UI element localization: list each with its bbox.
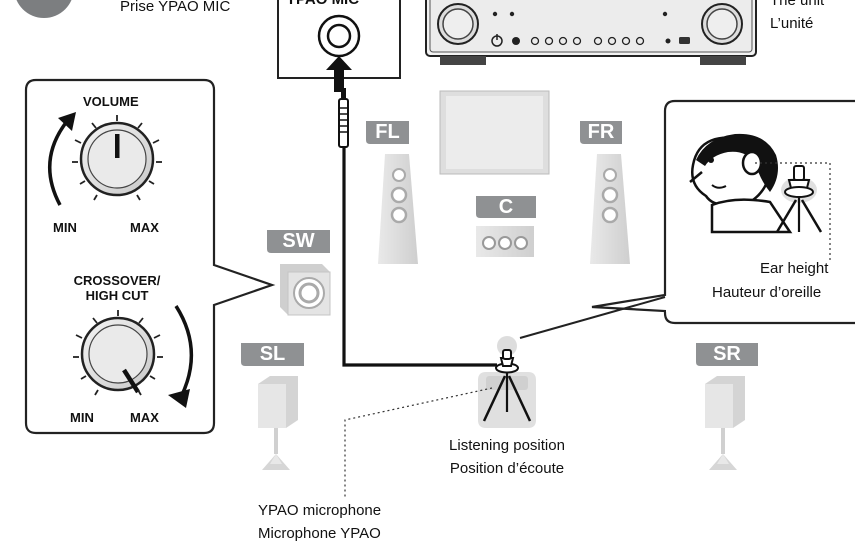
tag-c (476, 196, 536, 218)
volume-panel (24, 78, 276, 435)
tag-sw-label: SW (282, 230, 315, 252)
crossover-arrow-icon (174, 305, 194, 398)
speaker-sl (258, 376, 298, 470)
speaker-fl (378, 154, 418, 264)
volume-title: VOLUME (83, 94, 139, 109)
crossover-knob (73, 305, 194, 408)
ear-height-label-fr: Hauteur d’oreille (712, 284, 822, 301)
mic-cable (342, 147, 497, 367)
listening-position-label-fr: Position d’écoute (449, 460, 565, 477)
mic-leader-line (344, 387, 493, 498)
unit-label-fr: L’unité (770, 15, 814, 32)
ypao-microphone-label-fr: Microphone YPAO (258, 525, 381, 542)
crossover-min-label: MIN (70, 410, 94, 425)
ear-height-label-en: Ear height (760, 260, 829, 277)
speaker-fr (590, 154, 630, 264)
tag-sr (696, 343, 758, 366)
tag-sl-label: SL (259, 343, 286, 365)
tv-screen (439, 90, 550, 175)
mic-plug-icon (338, 88, 349, 148)
ear-height-guide (755, 162, 831, 262)
step-circle (16, 0, 72, 18)
speaker-sw (280, 264, 331, 316)
tag-fr (580, 121, 622, 144)
volume-max-label: MAX (130, 220, 159, 235)
tag-sw (267, 230, 330, 253)
crossover-title-line2: HIGH CUT (85, 288, 149, 303)
mic-jack-title: YPAO MIC (286, 0, 359, 8)
volume-knob (48, 112, 162, 206)
ear-height-panel (519, 99, 855, 339)
crossover-title-line1: CROSSOVER/ (73, 273, 161, 288)
crossover-max-label: MAX (130, 410, 159, 425)
mic-jack-label: Prise YPAO MIC (120, 0, 231, 15)
tag-fl-label: FL (375, 121, 400, 143)
speaker-c (476, 226, 534, 257)
listening-position-label-en: Listening position (449, 437, 565, 454)
volume-min-label: MIN (53, 220, 77, 235)
speaker-sr (705, 376, 745, 470)
volume-arrow-icon (48, 118, 70, 206)
insert-arrow-icon (326, 56, 352, 92)
ypao-microphone-label-en: YPAO microphone (258, 502, 382, 519)
tag-fl (366, 121, 409, 144)
ypao-microphone-icon (482, 336, 532, 422)
ear-panel-mic-icon (775, 165, 823, 233)
listener-head-icon (689, 133, 793, 234)
tag-sl (241, 343, 304, 366)
unit-label-en: The unit (770, 0, 825, 9)
tag-sr-label: SR (713, 343, 741, 365)
tag-fr-label: FR (587, 121, 615, 143)
tag-c-label: C (498, 196, 514, 218)
receiver-unit (425, 0, 757, 65)
